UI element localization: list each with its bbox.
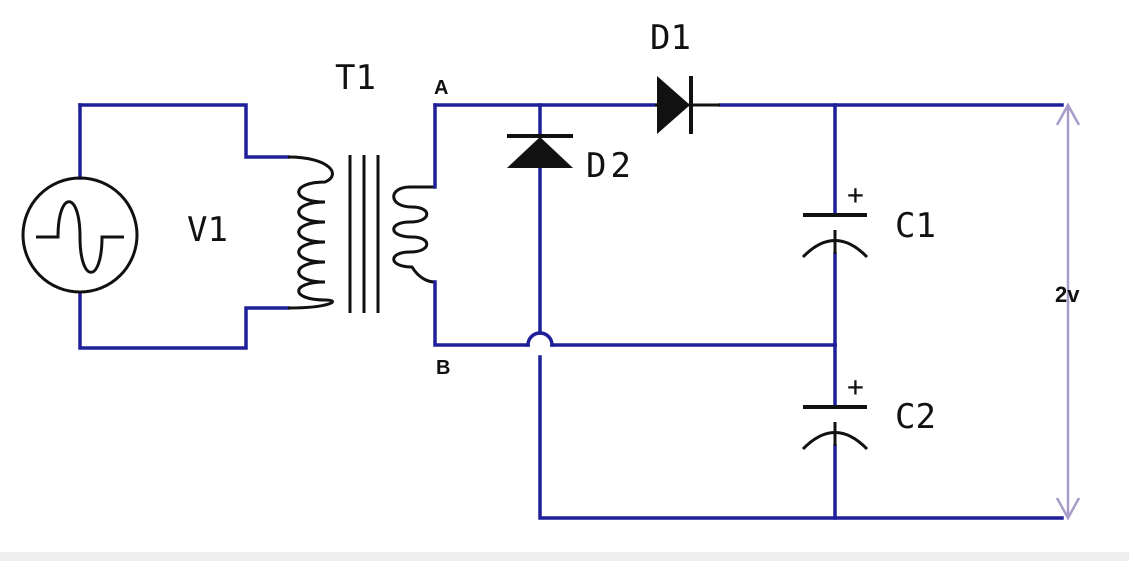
label-d2: D2 — [586, 146, 635, 186]
diode-d1 — [655, 76, 720, 134]
transformer-secondary-coil — [392, 185, 436, 284]
diode-d1-triangle — [657, 76, 690, 134]
capacitor-c2 — [801, 405, 869, 451]
diode-d2 — [507, 134, 573, 168]
capacitor-c1 — [801, 213, 869, 259]
ac-source-circle — [21, 176, 139, 294]
source-loop-wires — [78, 103, 290, 350]
label-t1: T1 — [335, 58, 376, 98]
transformer-core — [348, 155, 380, 313]
label-node-b: B — [436, 357, 450, 379]
label-c2-plus: + — [847, 370, 864, 403]
label-c1: C1 — [895, 206, 936, 246]
label-c2: C2 — [895, 397, 936, 437]
label-d1: D1 — [650, 18, 691, 58]
diode-d2-triangle — [507, 137, 573, 168]
label-node-a: A — [434, 77, 448, 99]
label-v1: V1 — [187, 210, 228, 250]
transformer-primary-coil — [287, 155, 334, 310]
bottom-edge-strip — [0, 552, 1129, 561]
sine-wave-icon — [36, 200, 124, 274]
label-c1-plus: + — [847, 178, 864, 211]
label-output-voltage: 2v — [1055, 282, 1080, 307]
bottom-rail — [538, 355, 1064, 520]
wire-crossover-hop — [526, 331, 554, 347]
secondary-wires — [433, 103, 1064, 520]
node-b-wire — [433, 280, 530, 347]
output-voltage-arrow — [1055, 102, 1081, 521]
ac-source-v1 — [21, 176, 139, 294]
